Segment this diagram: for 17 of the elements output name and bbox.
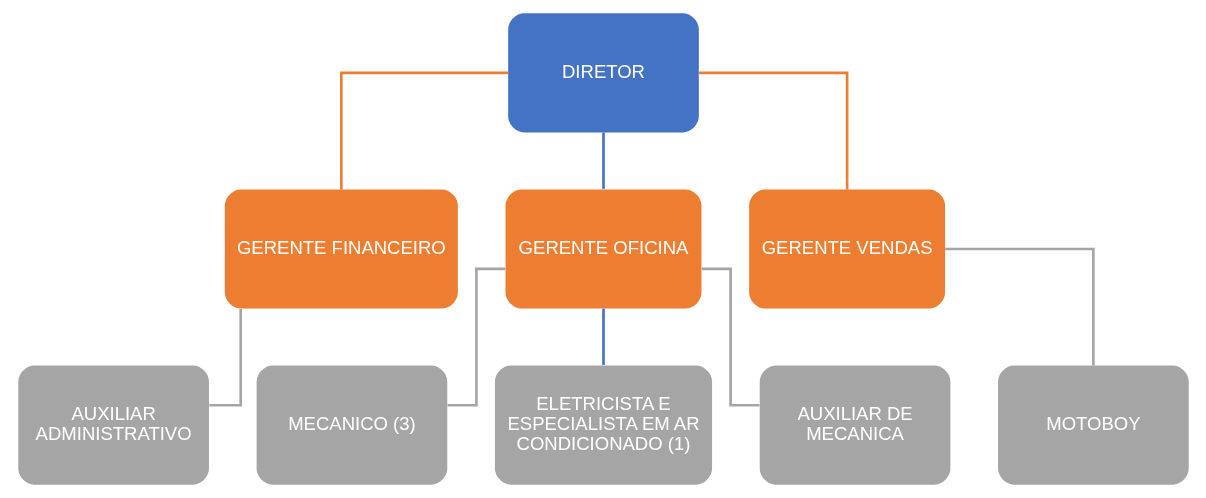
connector	[447, 267, 505, 407]
node-box: ELETRICISTA E ESPECIALISTA EM AR CONDICIONADO (1)	[494, 365, 712, 485]
connector	[698, 71, 848, 190]
connector	[208, 308, 242, 407]
connector	[601, 308, 605, 365]
node-box: AUXILIAR ADMINISTRATIVO	[17, 365, 209, 485]
node-box: AUXILIAR DE MECANICA	[759, 365, 950, 485]
node-box: MECANICO (3)	[256, 365, 447, 485]
connector	[601, 132, 605, 189]
node-box: GERENTE VENDAS	[748, 189, 945, 309]
connector	[339, 71, 508, 190]
node-box: GERENTE FINANCEIRO	[224, 189, 458, 309]
connector	[944, 247, 1095, 366]
node-box: MOTOBOY	[997, 365, 1189, 485]
node-box: GERENTE OFICINA	[505, 189, 701, 309]
connector	[701, 267, 759, 407]
node-box: DIRETOR	[507, 13, 699, 133]
